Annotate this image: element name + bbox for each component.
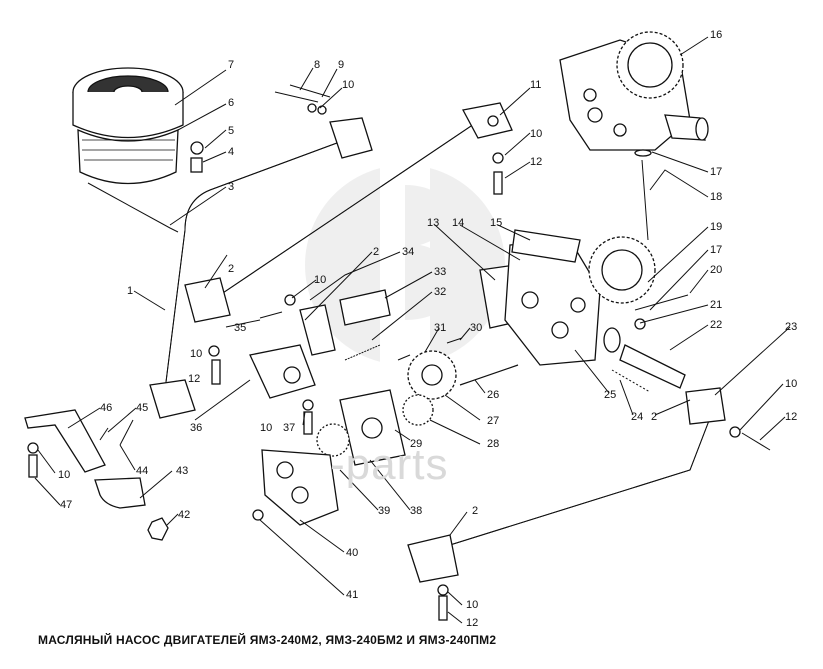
callout-8: 8 [314,59,320,71]
callout-42: 42 [178,509,190,521]
mounting-bracket [24,409,169,541]
callout-31: 31 [434,322,446,334]
callout-1: 1 [127,285,133,297]
callout-28: 28 [487,438,499,450]
callout-35: 35 [234,322,246,334]
callout-2: 2 [651,411,657,423]
pressure-tube [184,102,513,323]
callout-15: 15 [490,217,502,229]
callout-41: 41 [346,589,358,601]
callout-6: 6 [228,97,234,109]
suction-tube [149,117,373,419]
callout-7: 7 [228,59,234,71]
callout-47: 47 [60,499,72,511]
callout-38: 38 [410,505,422,517]
callout-10: 10 [58,469,70,481]
callout-37: 37 [283,422,295,434]
callout-23: 23 [785,321,797,333]
callout-10: 10 [190,348,202,360]
callout-46: 46 [100,402,112,414]
callout-32: 32 [434,286,446,298]
callout-3: 3 [228,181,234,193]
callout-2: 2 [472,505,478,517]
callout-17: 17 [710,244,722,256]
watermark-logo [305,165,505,365]
callout-20: 20 [710,264,722,276]
leader-lines [34,36,791,624]
callout-12: 12 [466,617,478,629]
callout-21: 21 [710,299,722,311]
callout-labels: 7 6 5 4 3 8 9 10 11 10 12 16 17 18 13 14… [58,29,797,629]
callout-19: 19 [710,221,722,233]
oil-filter [72,67,204,233]
callout-12: 12 [188,373,200,385]
callout-44: 44 [136,465,148,477]
callout-10: 10 [785,378,797,390]
callout-13: 13 [427,217,439,229]
callout-17: 17 [710,166,722,178]
callout-33: 33 [434,266,446,278]
diagram-caption: МАСЛЯНЫЙ НАСОС ДВИГАТЕЛЕЙ ЯМЗ-240М2, ЯМЗ… [38,633,497,647]
callout-14: 14 [452,217,464,229]
callout-27: 27 [487,415,499,427]
callout-43: 43 [176,465,188,477]
callout-24: 24 [631,411,643,423]
callout-10: 10 [314,274,326,286]
callout-5: 5 [228,125,234,137]
discharge-tube [407,387,771,621]
callout-4: 4 [228,146,234,158]
watermark-text: -parts [330,440,449,489]
callout-16: 16 [710,29,722,41]
callout-40: 40 [346,547,358,559]
callout-11: 11 [530,79,541,91]
callout-2: 2 [373,246,379,258]
oil-pump-assembly [559,31,709,241]
callout-2: 2 [228,263,234,275]
callout-26: 26 [487,389,499,401]
callout-9: 9 [338,59,344,71]
callout-10: 10 [530,128,542,140]
callout-39: 39 [378,505,390,517]
callout-12: 12 [530,156,542,168]
callout-25: 25 [604,389,616,401]
callout-29: 29 [410,438,422,450]
callout-10: 10 [466,599,478,611]
callout-34: 34 [402,246,414,258]
callout-22: 22 [710,319,722,331]
pump-housing [479,229,689,393]
callout-36: 36 [190,422,202,434]
callout-45: 45 [136,402,148,414]
pump-internal-parts [208,289,519,526]
callout-10: 10 [260,422,272,434]
callout-30: 30 [470,322,482,334]
callout-10: 10 [342,79,354,91]
callout-12: 12 [785,411,797,423]
callout-18: 18 [710,191,722,203]
